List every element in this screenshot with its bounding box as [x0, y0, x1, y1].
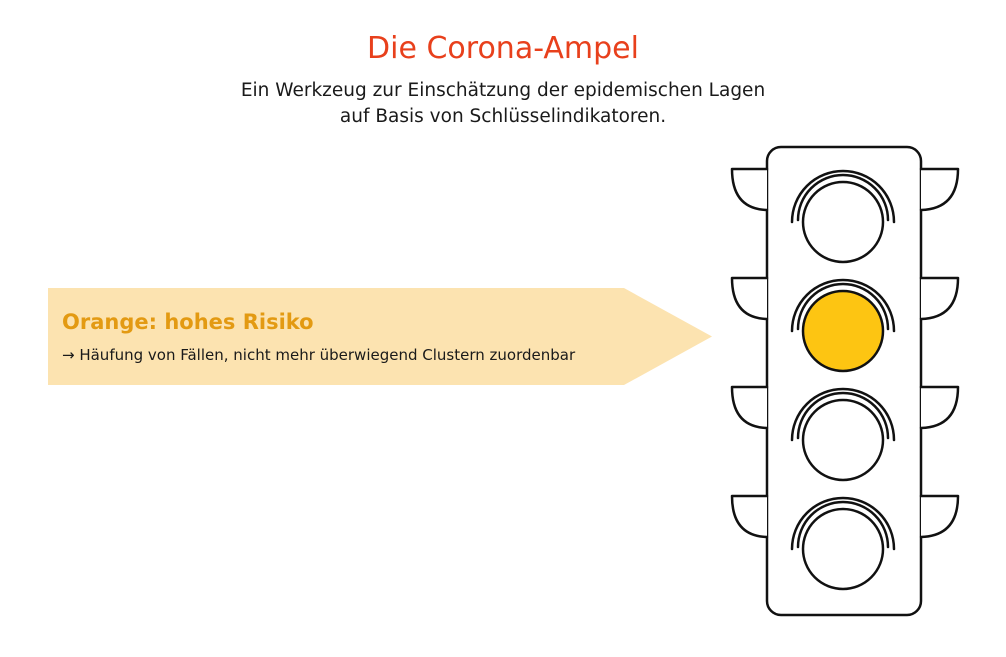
lamp-visor-outer-2 — [790, 278, 896, 333]
lamp-4 — [801, 507, 885, 591]
right-flap-2 — [919, 276, 960, 321]
page-title: Die Corona-Ampel — [367, 31, 639, 66]
lamp-1 — [801, 180, 885, 264]
lamp-visor-outer-1 — [790, 169, 896, 224]
subtitle-line-2: auf Basis von Schlüsselindikatoren. — [339, 106, 667, 127]
right-flap-4 — [919, 494, 960, 539]
left-flap-1 — [730, 167, 769, 212]
lamp-3 — [801, 398, 885, 482]
right-flap-1 — [919, 167, 960, 212]
lamp-visor-outer-4 — [790, 496, 896, 551]
right-flap-3 — [919, 385, 960, 430]
lamp-visor-inner-2 — [796, 282, 890, 331]
lamp-visor-inner-1 — [796, 173, 890, 222]
risk-callout: Orange: hohes Risiko → Häufung von Fälle… — [48, 288, 712, 385]
callout-heading: Orange: hohes Risiko — [62, 310, 314, 334]
subtitle-line-1: Ein Werkzeug zur Einschätzung der epidem… — [240, 80, 766, 101]
callout-description: → Häufung von Fällen, nicht mehr überwie… — [62, 346, 576, 364]
lamp-2 — [801, 289, 885, 373]
page-subtitle: Ein Werkzeug zur Einschätzung der epidem… — [0, 78, 1006, 130]
callout-arrow-shape — [48, 288, 712, 385]
traffic-light-housing — [765, 145, 923, 617]
lamp-visor-inner-4 — [796, 500, 890, 549]
left-flap-3 — [730, 385, 769, 430]
left-flap-2 — [730, 276, 769, 321]
lamp-visor-inner-3 — [796, 391, 890, 440]
left-flap-4 — [730, 494, 769, 539]
lamp-visor-outer-3 — [790, 387, 896, 442]
